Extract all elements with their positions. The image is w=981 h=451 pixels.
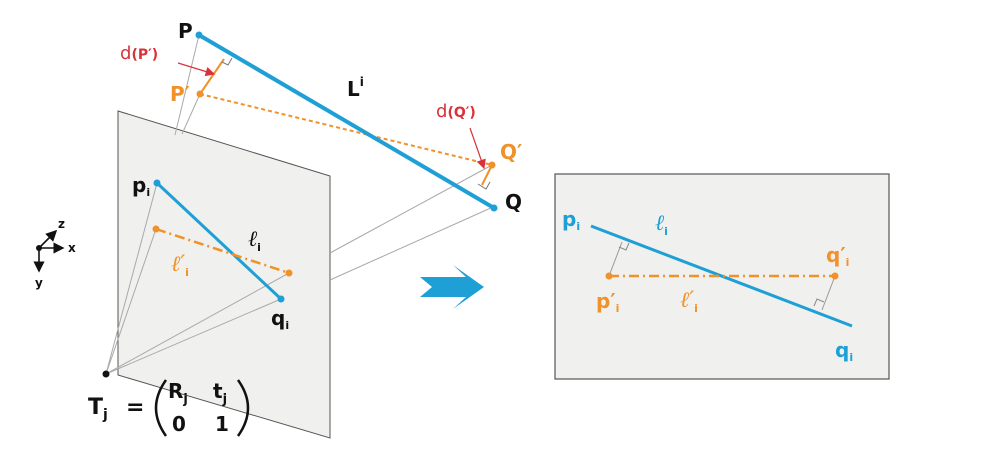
point-P-prime (196, 90, 204, 98)
distance-segment-q (481, 164, 493, 186)
pose-equals: = (126, 395, 144, 420)
label-p-right: pi (562, 207, 580, 233)
pose-zero: 0 (172, 412, 186, 436)
label-distance-p: d(P′) (120, 43, 158, 64)
distance-arrow-p (177, 62, 216, 77)
point-qprime-closeup (831, 272, 839, 280)
distance-segment-p (199, 58, 225, 95)
label-p-left: pi (132, 173, 150, 199)
label-pprime-right: p′i (596, 289, 619, 315)
right-angle-marker (477, 181, 491, 190)
label-distance-q: d(Q′) (436, 101, 476, 122)
line-3d-L (197, 33, 496, 210)
label-q-left: qi (271, 306, 289, 332)
image-plane (117, 110, 331, 439)
line-3d-reprojected (199, 93, 493, 166)
right-angle-marker (618, 242, 630, 251)
pose-T: Tj (88, 395, 108, 423)
pose-one: 1 (215, 412, 229, 436)
label-qprime-right: q′i (826, 243, 849, 269)
label-ellprime-right: ℓ′i (680, 288, 698, 315)
coordinate-axes-icon (33, 229, 65, 273)
label-P-prime: P′ (170, 82, 190, 106)
pose-R: Rj (168, 379, 188, 407)
right-angle-marker (813, 298, 825, 307)
point-qprime-left (285, 269, 293, 277)
point-P (195, 31, 203, 39)
point-q-left (277, 295, 285, 303)
camera-center (102, 370, 110, 378)
label-P: P (178, 19, 193, 43)
point-Q-prime (488, 161, 496, 169)
line-2d-detected-closeup (590, 224, 853, 328)
label-L: Li (347, 75, 364, 101)
perpendicular-q-closeup (821, 275, 836, 311)
axis-label-y: y (35, 276, 43, 290)
label-q-right: qi (835, 338, 853, 364)
point-pprime-closeup (605, 272, 613, 280)
label-ell-left: ℓi (248, 227, 261, 254)
point-Q (490, 204, 498, 212)
projection-rays (105, 34, 494, 375)
matrix-paren-right (236, 379, 250, 437)
axis-label-x: x (68, 241, 76, 255)
line-2d-detected (155, 181, 283, 301)
arrow-right-icon (420, 265, 484, 309)
matrix-paren-left (154, 379, 168, 437)
point-p-left (153, 179, 161, 187)
line-2d-reprojected (155, 227, 290, 275)
axis-label-z: z (58, 217, 65, 231)
label-ellprime-left: ℓ′i (171, 252, 189, 279)
label-Q-prime: Q′ (500, 140, 522, 164)
right-angle-marker (221, 57, 233, 66)
distance-arrow-q (469, 127, 486, 170)
pose-t: tj (213, 379, 227, 407)
label-ell-right: ℓi (655, 211, 668, 238)
point-pprime-left (152, 225, 160, 233)
label-Q: Q (505, 190, 522, 214)
